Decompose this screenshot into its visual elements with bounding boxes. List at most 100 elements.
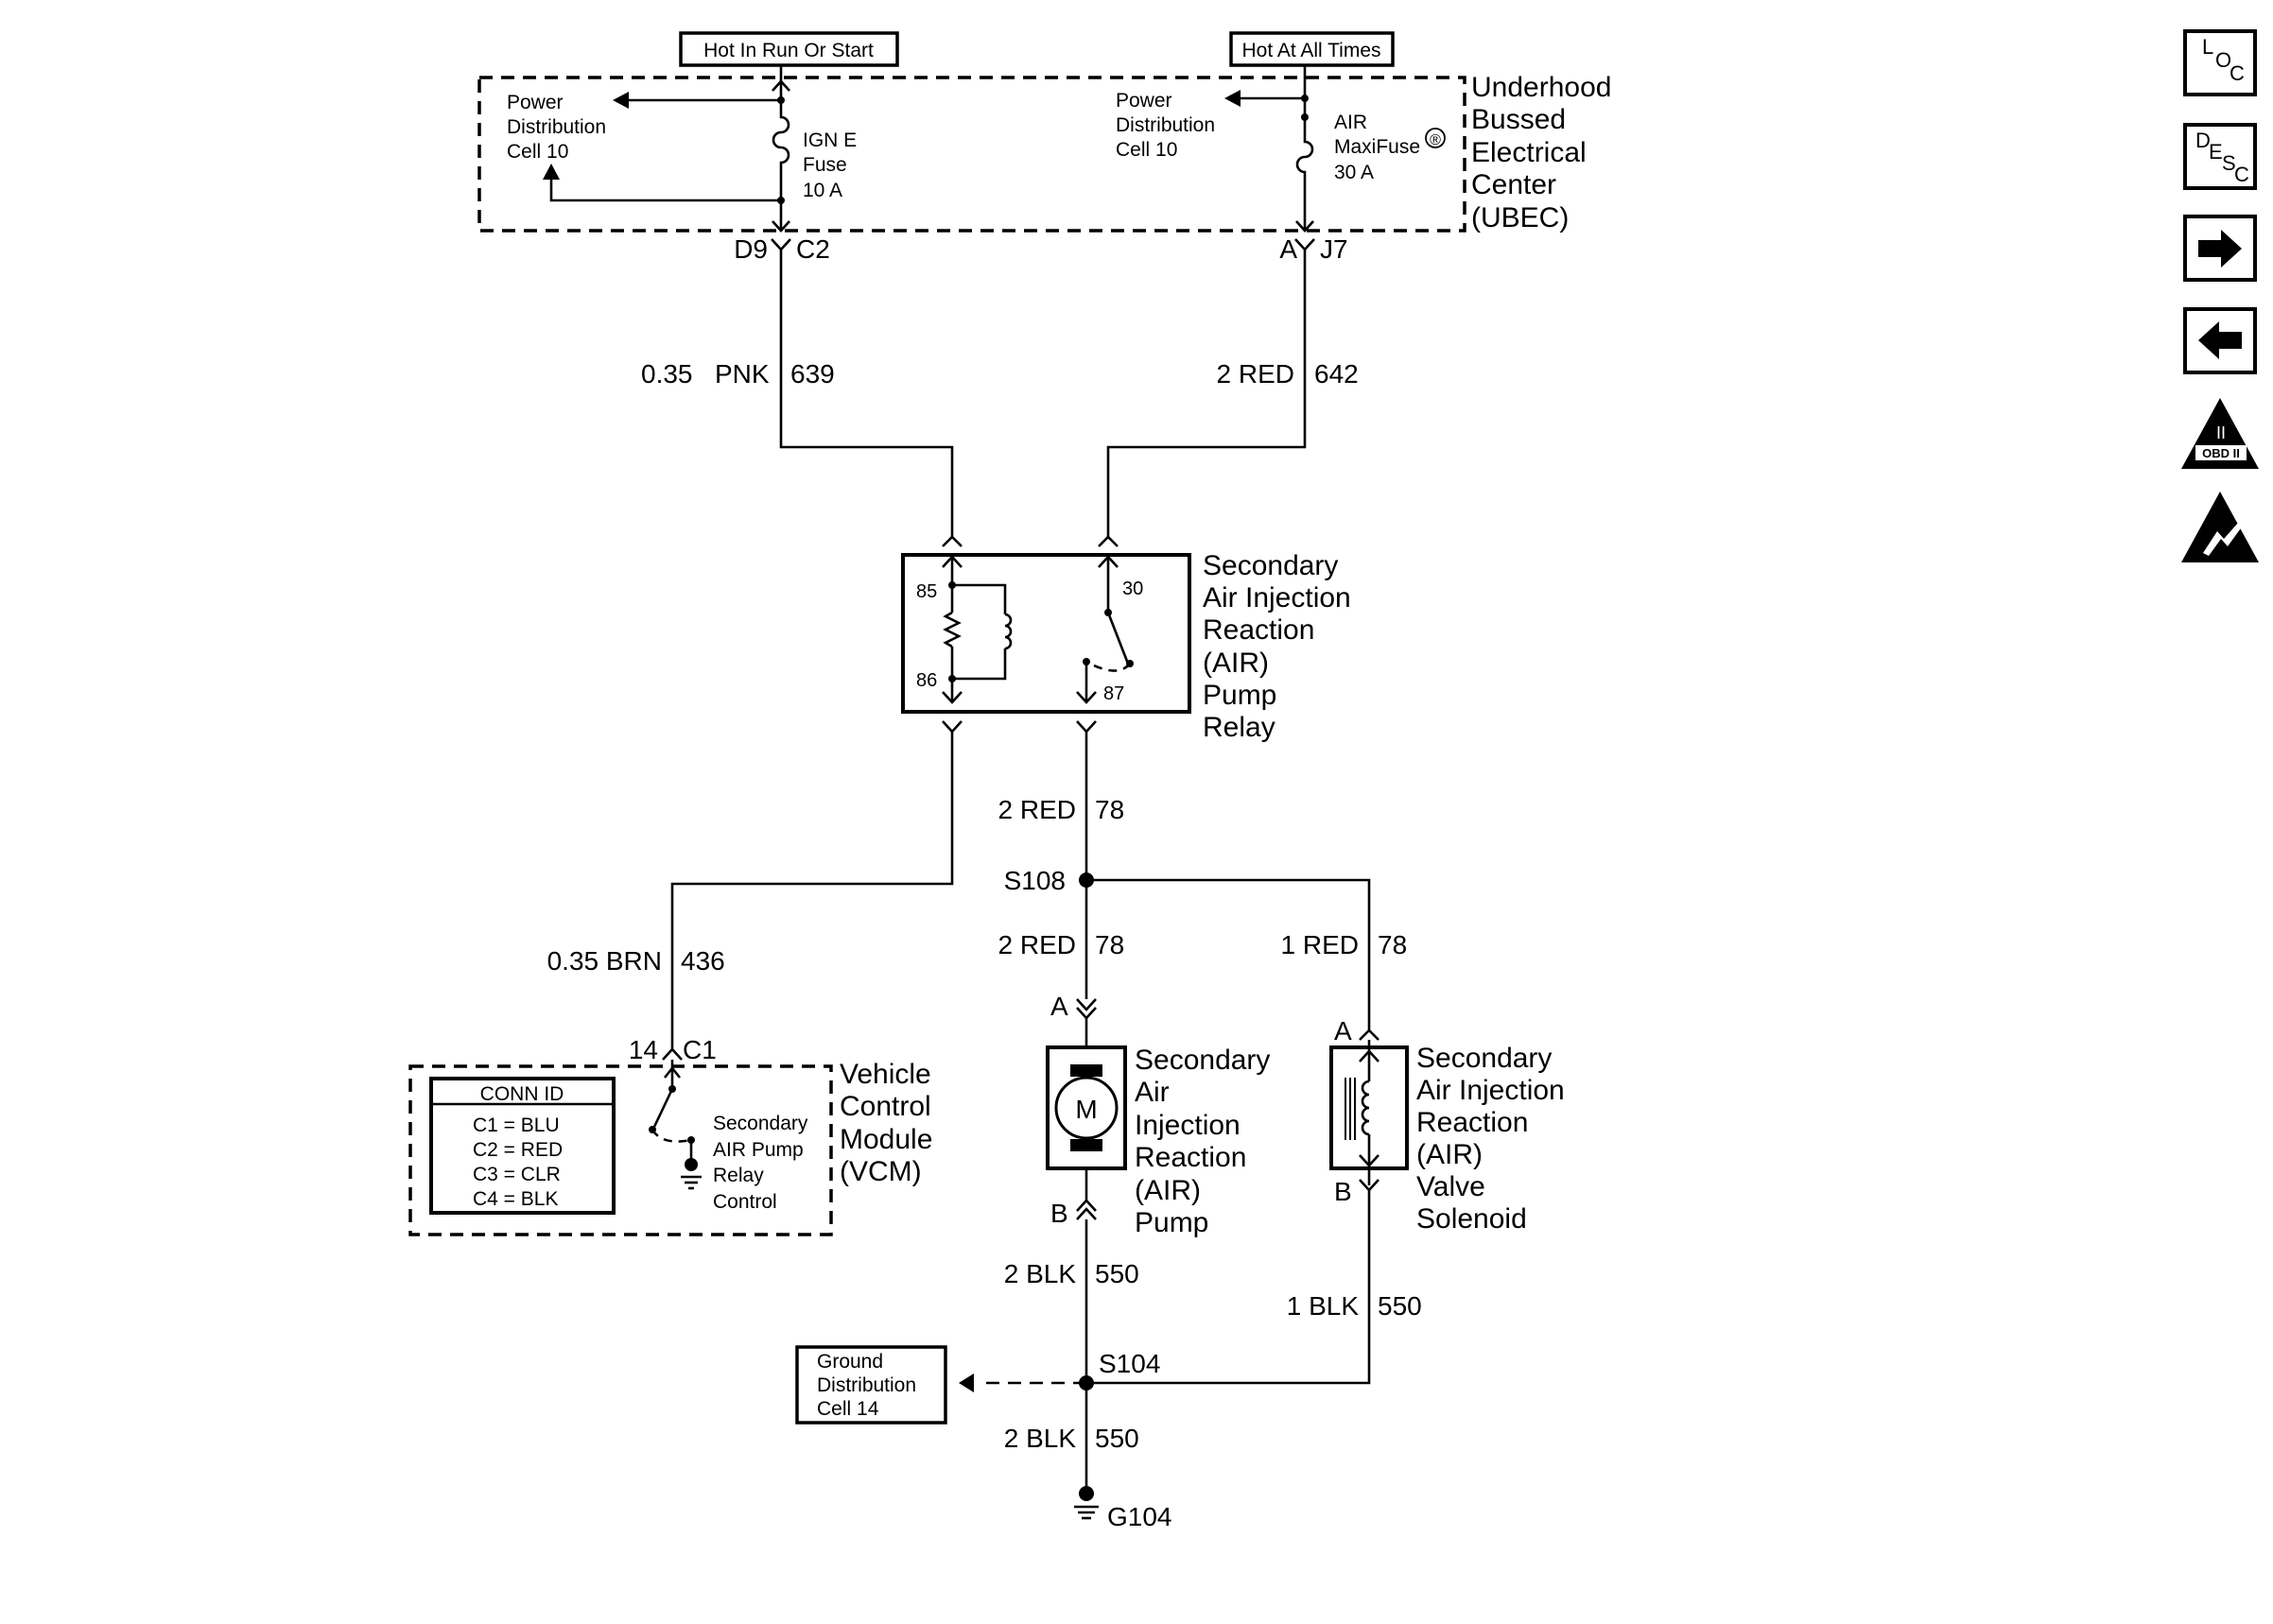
- arrow-left-icon: [2198, 321, 2242, 359]
- ground-g104: G104: [1074, 1486, 1172, 1531]
- svg-text:M: M: [1075, 1095, 1097, 1124]
- svg-text:C2 = RED: C2 = RED: [473, 1139, 563, 1161]
- svg-text:Vehicle: Vehicle: [840, 1059, 931, 1090]
- svg-text:10 A: 10 A: [803, 180, 842, 201]
- svg-text:Cell 10: Cell 10: [1116, 139, 1177, 161]
- svg-text:Reaction: Reaction: [1416, 1107, 1528, 1138]
- svg-text:A: A: [1279, 234, 1297, 264]
- air-valve-solenoid: [1329, 1040, 1409, 1185]
- air-pump-title: Secondary Air Injection Reaction (AIR) P…: [1135, 1045, 1270, 1238]
- svg-text:CONN ID: CONN ID: [480, 1083, 564, 1105]
- svg-text:Power: Power: [507, 92, 564, 113]
- svg-text:Underhood: Underhood: [1471, 72, 1611, 103]
- location-button[interactable]: L O C: [2183, 29, 2257, 96]
- svg-text:Module: Module: [840, 1124, 932, 1155]
- svg-text:D9: D9: [734, 234, 768, 264]
- svg-text:Ground: Ground: [817, 1351, 883, 1373]
- svg-text:Cell 10: Cell 10: [507, 141, 568, 163]
- svg-text:550: 550: [1378, 1291, 1422, 1321]
- wire-78-to-solenoid: 1 RED 78: [1086, 878, 1407, 1030]
- hot-in-run-label-box: Hot In Run Or Start: [679, 31, 899, 67]
- wire-550-to-ground: 2 BLK 550: [1004, 1383, 1139, 1490]
- svg-text:Air Injection: Air Injection: [1416, 1075, 1565, 1106]
- svg-text:(AIR): (AIR): [1203, 648, 1269, 679]
- svg-text:Distribution: Distribution: [507, 116, 606, 138]
- svg-text:C1: C1: [683, 1035, 717, 1064]
- ubec-connector-left: D9 C2: [734, 234, 830, 264]
- svg-text:Distribution: Distribution: [817, 1374, 916, 1396]
- power-distribution-cell-right: Power Distribution Cell 10: [1116, 90, 1215, 161]
- svg-text:Secondary: Secondary: [1203, 550, 1338, 581]
- wire-436: 0.35 BRN 436: [547, 732, 954, 1051]
- svg-text:78: 78: [1095, 795, 1124, 824]
- svg-text:550: 550: [1095, 1424, 1139, 1453]
- svg-text:Reaction: Reaction: [1203, 614, 1314, 646]
- next-page-button[interactable]: [2183, 215, 2257, 282]
- svg-text:Pump: Pump: [1203, 680, 1276, 711]
- wire-642: 2 RED 642: [1106, 250, 1359, 539]
- svg-text:A: A: [1050, 992, 1068, 1021]
- svg-text:78: 78: [1095, 930, 1124, 959]
- svg-text:AIR: AIR: [1334, 112, 1367, 133]
- hot-at-all-times-label-box: Hot At All Times: [1229, 31, 1395, 67]
- ubec-connector-right: A J7: [1279, 234, 1347, 264]
- svg-text:(AIR): (AIR): [1135, 1175, 1201, 1206]
- air-valve-solenoid-connector-b: B: [1334, 1177, 1379, 1206]
- svg-text:S108: S108: [1004, 866, 1066, 895]
- svg-text:2 BLK: 2 BLK: [1004, 1424, 1077, 1453]
- svg-text:2 RED: 2 RED: [998, 795, 1076, 824]
- svg-text:Reaction: Reaction: [1135, 1142, 1246, 1173]
- svg-text:(AIR): (AIR): [1416, 1139, 1483, 1170]
- svg-text:2 BLK: 2 BLK: [1004, 1259, 1077, 1288]
- vcm-relay-control-switch: [649, 1060, 702, 1190]
- svg-text:O: O: [2215, 48, 2231, 72]
- svg-text:2 RED: 2 RED: [1217, 359, 1294, 389]
- svg-text:(VCM): (VCM): [840, 1156, 922, 1187]
- desc-icon: D: [2195, 129, 2211, 152]
- svg-text:Air Injection: Air Injection: [1203, 582, 1351, 613]
- svg-text:AIR Pump: AIR Pump: [713, 1139, 804, 1161]
- arrow-right-icon: [2198, 230, 2242, 268]
- wire-639: 0.35 PNK 639: [641, 250, 954, 539]
- obd-ii-button[interactable]: OBD II II: [2181, 398, 2259, 469]
- svg-text:C2: C2: [796, 234, 830, 264]
- svg-text:Bussed: Bussed: [1471, 104, 1566, 135]
- svg-text:E: E: [2209, 140, 2223, 164]
- loc-icon: L: [2202, 35, 2213, 59]
- svg-text:639: 639: [790, 359, 835, 389]
- svg-text:87: 87: [1103, 683, 1124, 704]
- svg-text:0.35 BRN: 0.35 BRN: [547, 946, 662, 976]
- svg-text:C3 = CLR: C3 = CLR: [473, 1164, 561, 1185]
- svg-text:30 A: 30 A: [1334, 162, 1374, 183]
- vcm-enclosure: [408, 1064, 833, 1236]
- air-pump-connector-b: B: [1050, 1199, 1097, 1228]
- svg-text:1 BLK: 1 BLK: [1287, 1291, 1360, 1321]
- svg-text:S104: S104: [1099, 1349, 1160, 1378]
- svg-text:S: S: [2222, 151, 2236, 175]
- ground-distribution-link: [959, 1373, 1086, 1392]
- svg-text:B: B: [1050, 1199, 1068, 1228]
- svg-text:Control: Control: [713, 1191, 777, 1213]
- svg-text:II: II: [2216, 423, 2226, 442]
- svg-text:Distribution: Distribution: [1116, 114, 1215, 136]
- description-button[interactable]: D E S C: [2183, 123, 2257, 190]
- previous-page-button[interactable]: [2183, 307, 2257, 374]
- svg-text:Valve: Valve: [1416, 1171, 1485, 1202]
- svg-text:86: 86: [916, 670, 937, 691]
- svg-text:436: 436: [681, 946, 725, 976]
- air-valve-solenoid-title: Secondary Air Injection Reaction (AIR) V…: [1416, 1043, 1565, 1235]
- svg-text:30: 30: [1122, 579, 1143, 599]
- svg-text:Electrical: Electrical: [1471, 137, 1587, 168]
- svg-text:IGN E: IGN E: [803, 130, 857, 151]
- conn-id-table: CONN ID C1 = BLU C2 = RED C3 = CLR C4 = …: [429, 1077, 616, 1215]
- air-maxifuse: AIR MaxiFuse ® 30 A: [1224, 78, 1446, 233]
- svg-text:MaxiFuse: MaxiFuse: [1334, 136, 1420, 158]
- svg-text:2 RED: 2 RED: [998, 930, 1076, 959]
- air-pump-connector-a: A: [1050, 992, 1097, 1021]
- svg-text:Power: Power: [1116, 90, 1172, 112]
- svg-text:85: 85: [916, 581, 937, 602]
- svg-text:C4 = BLK: C4 = BLK: [473, 1188, 558, 1210]
- esd-warning-button[interactable]: [2181, 492, 2259, 562]
- air-pump-relay-title: Secondary Air Injection Reaction (AIR) P…: [1203, 550, 1351, 743]
